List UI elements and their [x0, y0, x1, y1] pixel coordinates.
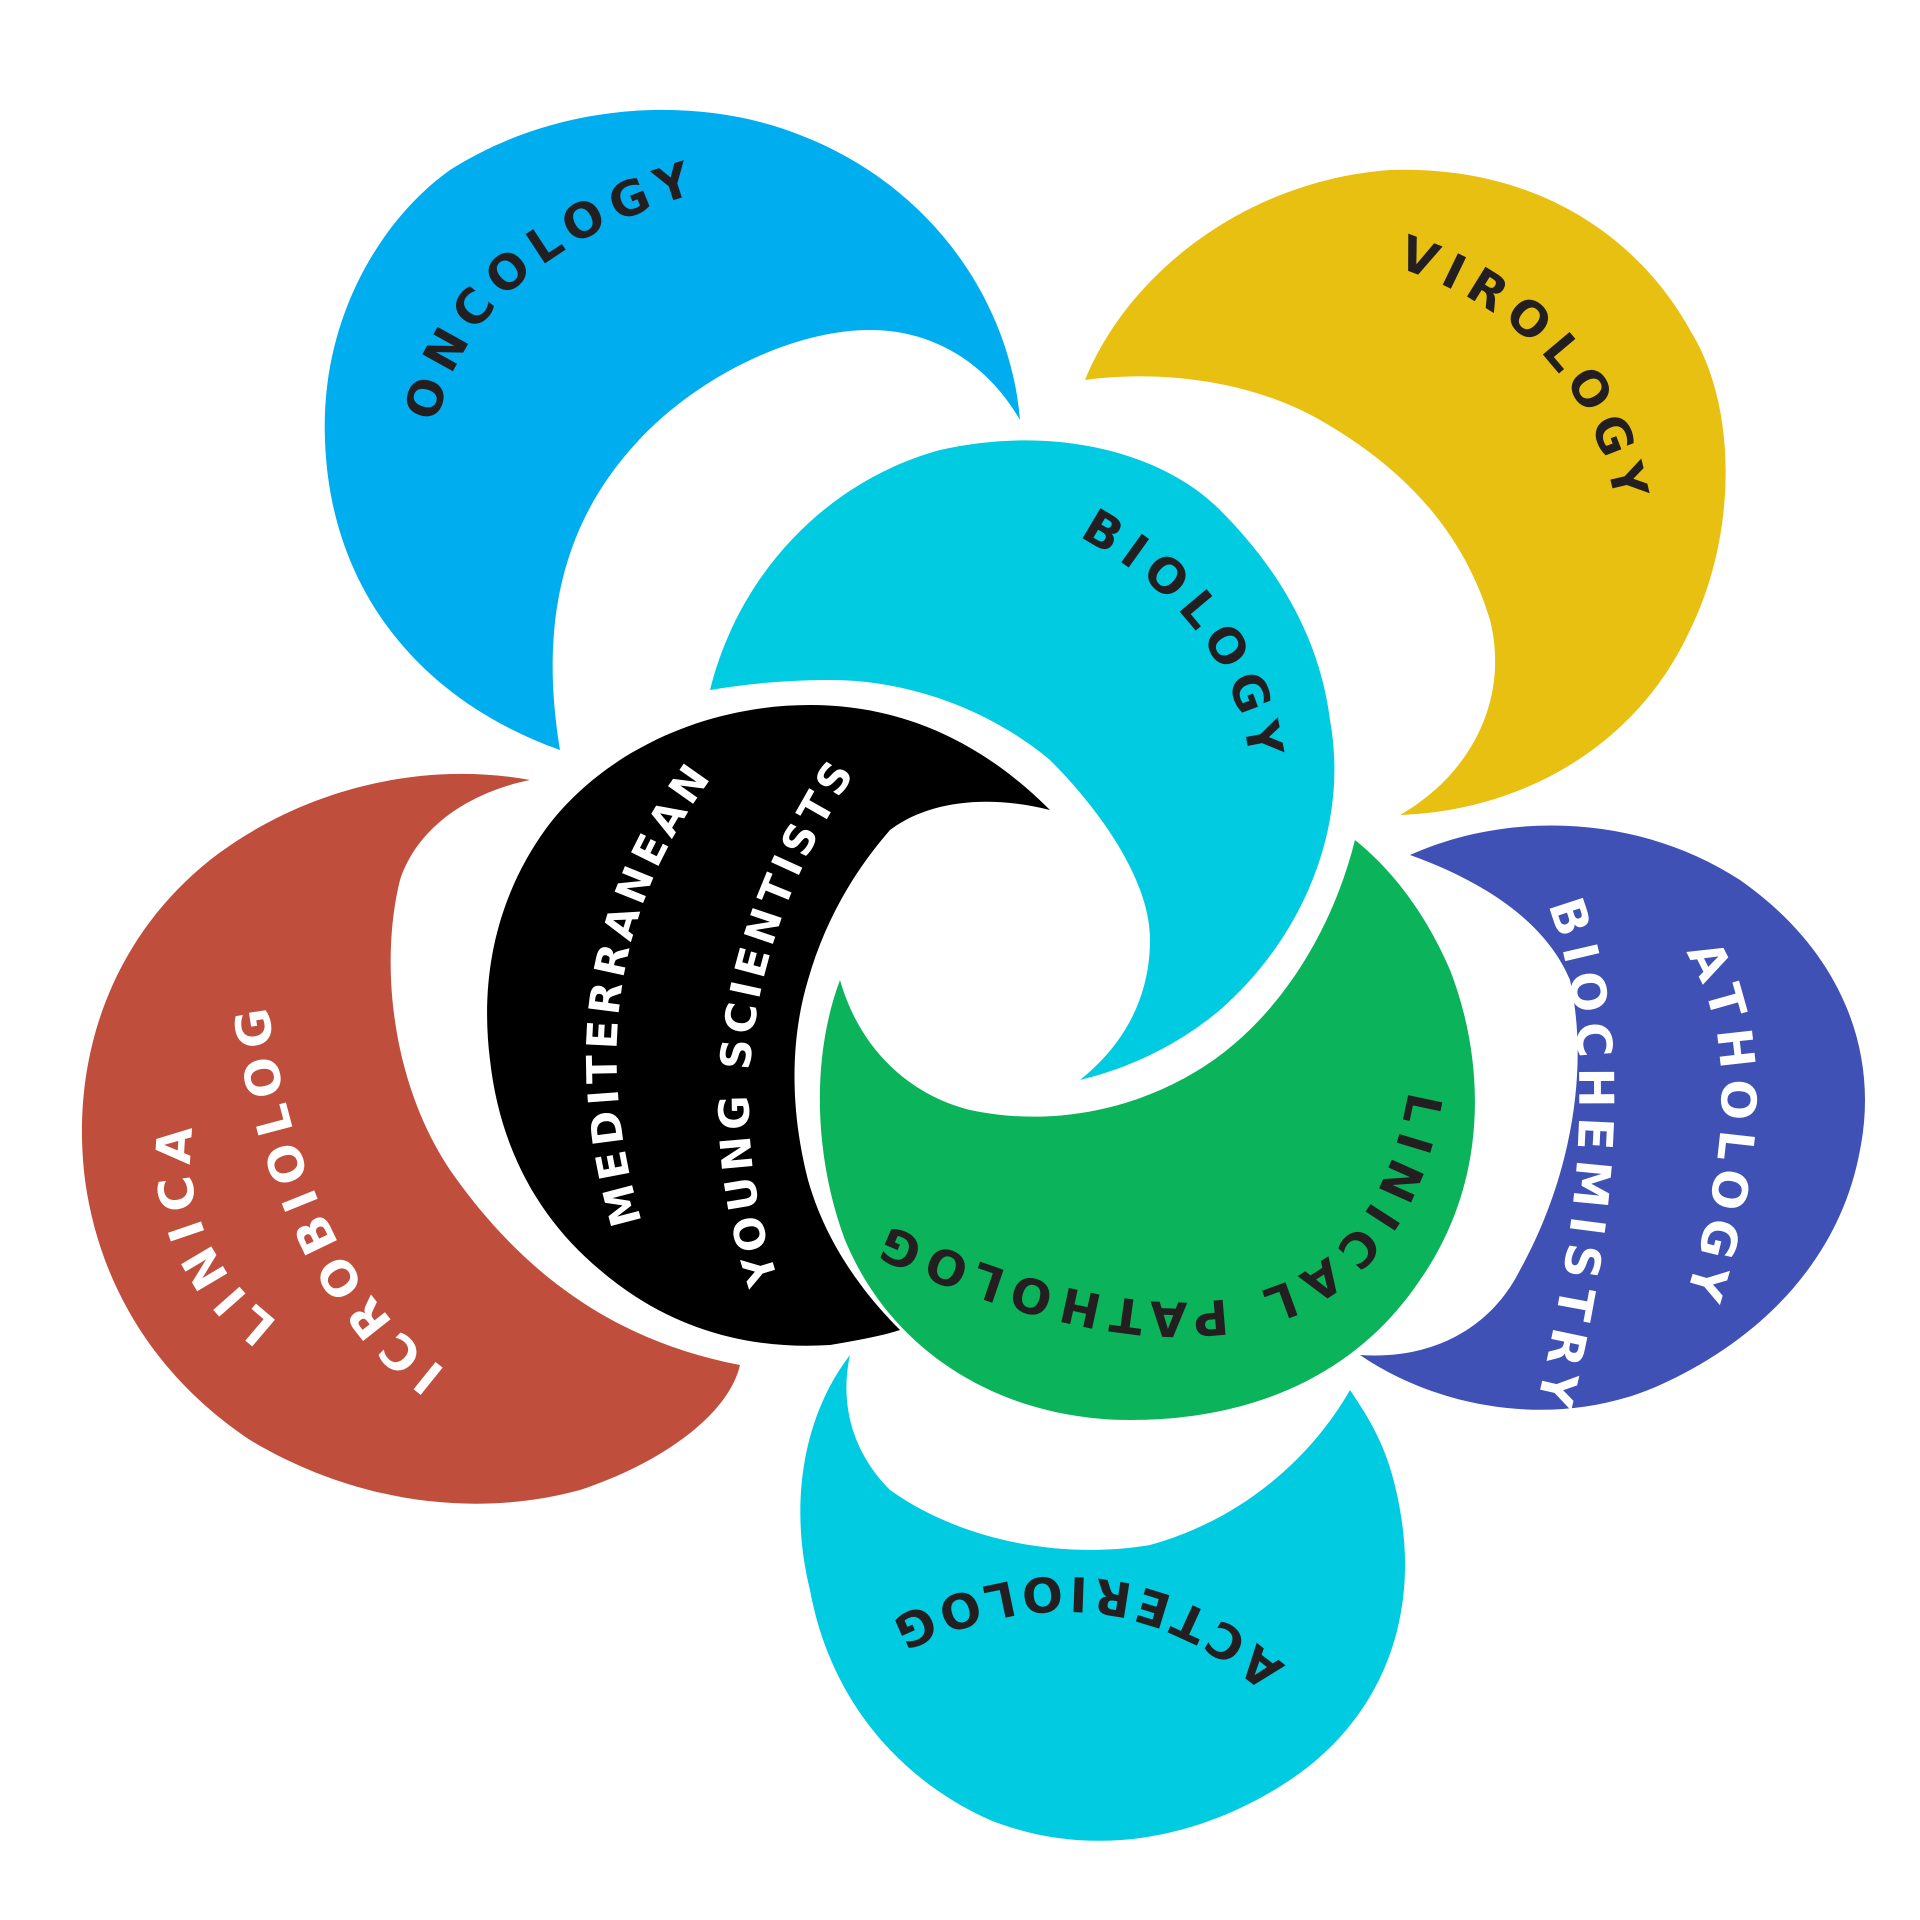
petal-biology: BIOLOGY [710, 440, 1335, 1080]
petal-biology-shape [710, 440, 1335, 1080]
center-crescent-shape [487, 705, 1050, 1346]
petal-pathology-biochemistry-shape [1360, 825, 1865, 1410]
petal-oncology: ONCOLOGY [324, 109, 1020, 750]
petal-clinical-microbiology-shape [81, 773, 740, 1504]
petal-clinical-pathology-shape [819, 840, 1475, 1420]
petal-oncology-shape [324, 109, 1020, 750]
petal-bacteriology-shape [800, 1355, 1406, 1841]
petal-virology: VIROLOGY [1085, 169, 1726, 815]
petal-virology-shape [1085, 169, 1726, 815]
